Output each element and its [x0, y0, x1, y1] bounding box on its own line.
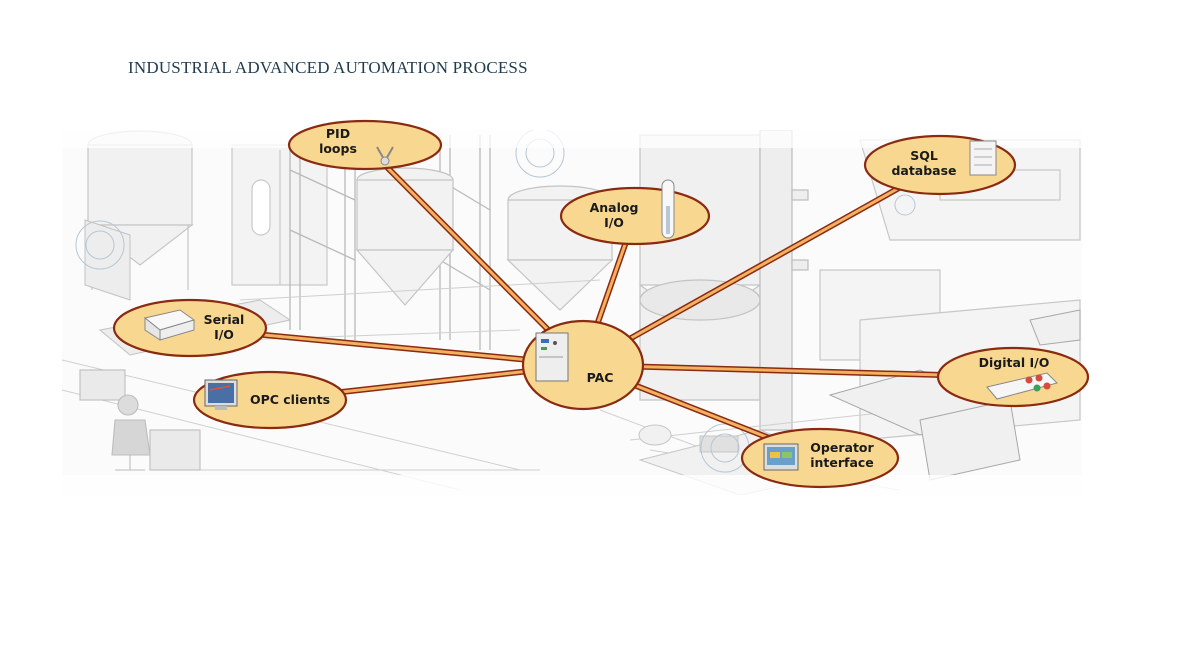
node-pid-loops-label-2: loops: [319, 141, 357, 156]
node-digital-io: Digital I/O: [936, 346, 1090, 408]
node-digital-io-bubble: [936, 346, 1090, 408]
column: [759, 130, 809, 431]
node-layer: PIDloopsAnalogI/OSQLdatabaseSerialI/OOPC…: [112, 119, 1090, 489]
page-title: INDUSTRIAL ADVANCED AUTOMATION PROCESS: [128, 58, 528, 77]
monitor-icon: [204, 379, 238, 410]
node-analog-io-bubble: [559, 186, 711, 246]
big-tank: [639, 134, 761, 401]
worker-desk: [79, 369, 201, 471]
switch-panel-icon: [986, 372, 1058, 400]
node-sql-database-label-2: database: [891, 163, 956, 178]
serial-device-icon: [143, 309, 196, 341]
touchscreen-icon: [763, 443, 799, 471]
node-analog-io-label-1: Analog: [590, 200, 639, 215]
node-opc-clients-label-1: OPC clients: [250, 392, 330, 407]
node-pac-label-1: PAC: [587, 370, 614, 385]
hopper-tanks: [355, 167, 614, 311]
server-icon: [969, 140, 997, 176]
sensor-icon: [376, 146, 394, 166]
node-serial-io-label-2: I/O: [214, 327, 234, 342]
node-operator-interface-label-2: interface: [810, 455, 874, 470]
link-pid-loops: [362, 142, 586, 368]
node-serial-io-label-1: Serial: [204, 312, 245, 327]
node-analog-io-label-2: I/O: [604, 215, 624, 230]
node-digital-io-label-1: Digital I/O: [979, 355, 1050, 370]
node-operator-interface-label-1: Operator: [810, 440, 874, 455]
node-sql-database-label-1: SQL: [910, 148, 938, 163]
node-pid-loops-bubble: [287, 119, 443, 171]
controller-icon: [535, 332, 569, 382]
node-pid-loops-label-1: PID: [326, 126, 350, 141]
node-pac: PAC: [521, 319, 645, 411]
link-sql-database: [580, 162, 943, 368]
silo-mid-left: [231, 144, 328, 286]
thermometer-icon: [661, 179, 675, 239]
node-opc-clients: OPC clients: [192, 370, 348, 430]
digital-io-racks: [828, 309, 1081, 481]
